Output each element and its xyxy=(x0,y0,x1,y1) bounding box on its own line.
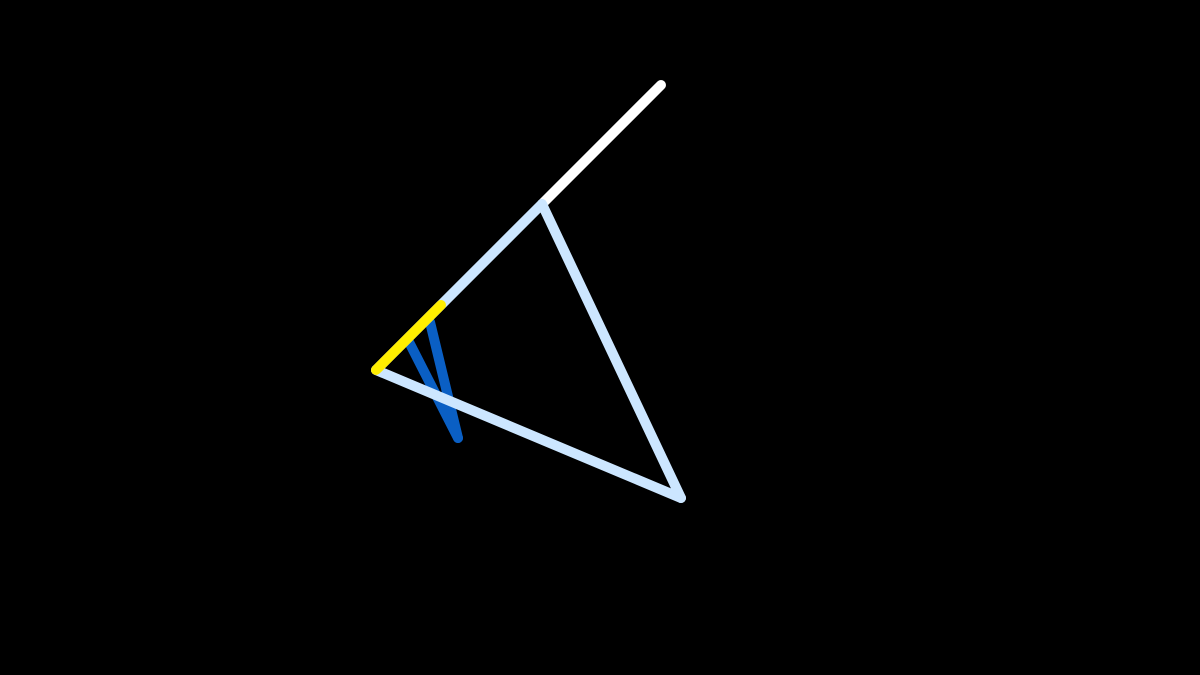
white-segment xyxy=(537,80,666,209)
yellow-segment xyxy=(371,300,446,375)
triangle-edge-bottom xyxy=(371,365,686,503)
triangle-edge-right xyxy=(537,199,686,503)
blue-stroke-right xyxy=(425,317,463,443)
